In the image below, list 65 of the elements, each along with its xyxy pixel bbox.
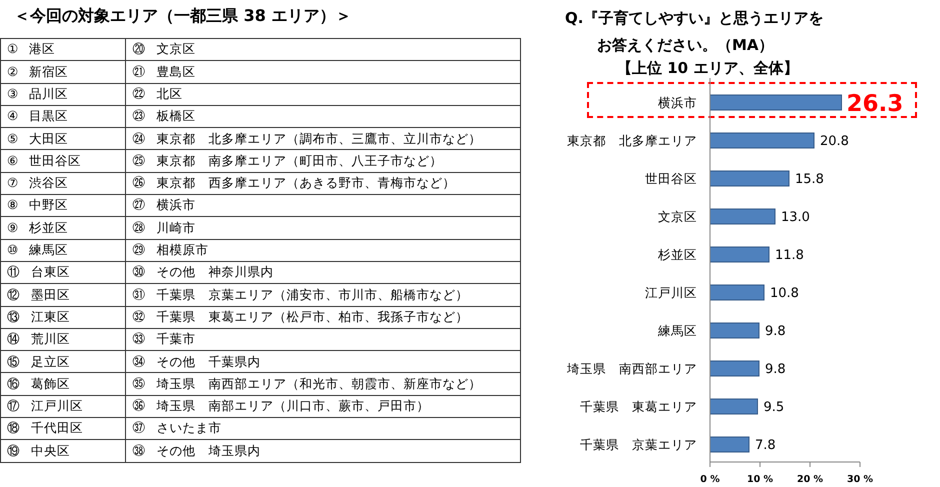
table-cell: ㉗ 横浜市 (126, 194, 520, 217)
table-cell: ⑫ 墨田区 (0, 284, 126, 306)
table-cell: ⑧ 中野区 (0, 194, 126, 217)
table-cell: ㉘ 川崎市 (126, 216, 520, 240)
table-cell: ⑩ 練馬区 (0, 239, 126, 262)
table-cell: ㊲ さいたま市 (126, 418, 520, 440)
chart-subtitle: 【上位 10 エリア、全体】 (617, 59, 798, 78)
table-cell: ⑳ 文京区 (126, 38, 520, 61)
table-cell: ⑭ 荒川区 (0, 328, 126, 351)
table-cell: ㉖ 東京都 西多摩エリア（あきる野市、青梅市など） (126, 172, 520, 195)
category-label: 千葉県 東葛エリア (580, 399, 697, 414)
heading: ＜今回の対象エリア（一都三県 38 エリア）＞ (14, 6, 352, 27)
category-label: 練馬区 (658, 323, 697, 338)
value-label: 11.8 (775, 248, 804, 263)
tick-label: 0 % (700, 474, 720, 485)
table-cell: ㉓ 板橋区 (126, 105, 520, 128)
table-cell: ㉔ 東京都 北多摩エリア（調布市、三鷹市、立川市など） (126, 128, 520, 150)
table-cell: ㉙ 相模原市 (126, 239, 520, 262)
value-label: 9.8 (765, 362, 786, 377)
category-label: 世田谷区 (645, 171, 697, 186)
table-cell: ② 新宿区 (0, 60, 126, 84)
category-label: 文京区 (658, 209, 697, 224)
table-cell: ㉑ 豊島区 (126, 60, 520, 84)
table-cell: ④ 目黒区 (0, 105, 126, 128)
table-cell: ⑬ 江東区 (0, 306, 126, 328)
table-cell: ⑥ 世田谷区 (0, 150, 126, 172)
table-cell: ㉝ 千葉市 (126, 328, 520, 351)
value-label: 26.3 (846, 91, 904, 117)
table-cell: ㉜ 千葉県 東葛エリア（松戸市、柏市、我孫子市など） (126, 306, 520, 328)
value-label: 20.8 (820, 134, 849, 149)
category-label: 江戸川区 (645, 285, 697, 300)
table-cell: ㉟ 埼玉県 南西部エリア（和光市、朝霞市、新座市など） (126, 372, 520, 396)
value-label: 7.8 (755, 438, 776, 453)
table-cell: ㉒ 北区 (126, 83, 520, 106)
table-cell: ⑦ 渋谷区 (0, 172, 126, 195)
category-label: 東京都 北多摩エリア (567, 133, 697, 148)
chart-title: Q.『子育てしやすい』と思うエリアをお答えください。（MA） (565, 8, 824, 56)
table-cell: ③ 品川区 (0, 83, 126, 106)
value-label: 15.8 (795, 172, 824, 187)
table-cell: ⑪ 台東区 (0, 261, 126, 284)
value-label: 13.0 (781, 210, 810, 225)
table-cell: ㉕ 東京都 南多摩エリア（町田市、八王子市など） (126, 150, 520, 172)
table-cell: ⑮ 足立区 (0, 350, 126, 373)
table-cell: ㉚ その他 神奈川県内 (126, 261, 520, 284)
tick-label: 20 % (796, 474, 824, 485)
table-cell: ⑯ 葛飾区 (0, 372, 126, 396)
table-cell: ⑰ 江戸川区 (0, 395, 126, 418)
value-label: 9.8 (765, 324, 786, 339)
table-cell: ㉛ 千葉県 京葉エリア（浦安市、市川市、船橋市など） (126, 284, 520, 306)
table-cell: ⑨ 杉並区 (0, 216, 126, 240)
table-cell: ⑲ 中央区 (0, 440, 126, 462)
table-cell: ㊱ 埼玉県 南部エリア（川口市、蕨市、戸田市） (126, 395, 520, 418)
table-cell: ⑤ 大田区 (0, 128, 126, 150)
category-label: 横浜市 (658, 95, 697, 110)
tick-label: 30 % (846, 474, 874, 485)
value-label: 10.8 (770, 286, 799, 301)
table-cell: ㊳ その他 埼玉県内 (126, 440, 520, 462)
table-cell: ⑱ 千代田区 (0, 418, 126, 440)
table-cell: ① 港区 (0, 38, 126, 61)
category-label: 埼玉県 南西部エリア (567, 361, 697, 376)
value-label: 9.5 (764, 400, 784, 415)
tick-label: 10 % (746, 474, 774, 485)
category-label: 杉並区 (658, 247, 697, 262)
category-label: 千葉県 京葉エリア (580, 437, 697, 452)
table-cell: ㉞ その他 千葉県内 (126, 350, 520, 373)
